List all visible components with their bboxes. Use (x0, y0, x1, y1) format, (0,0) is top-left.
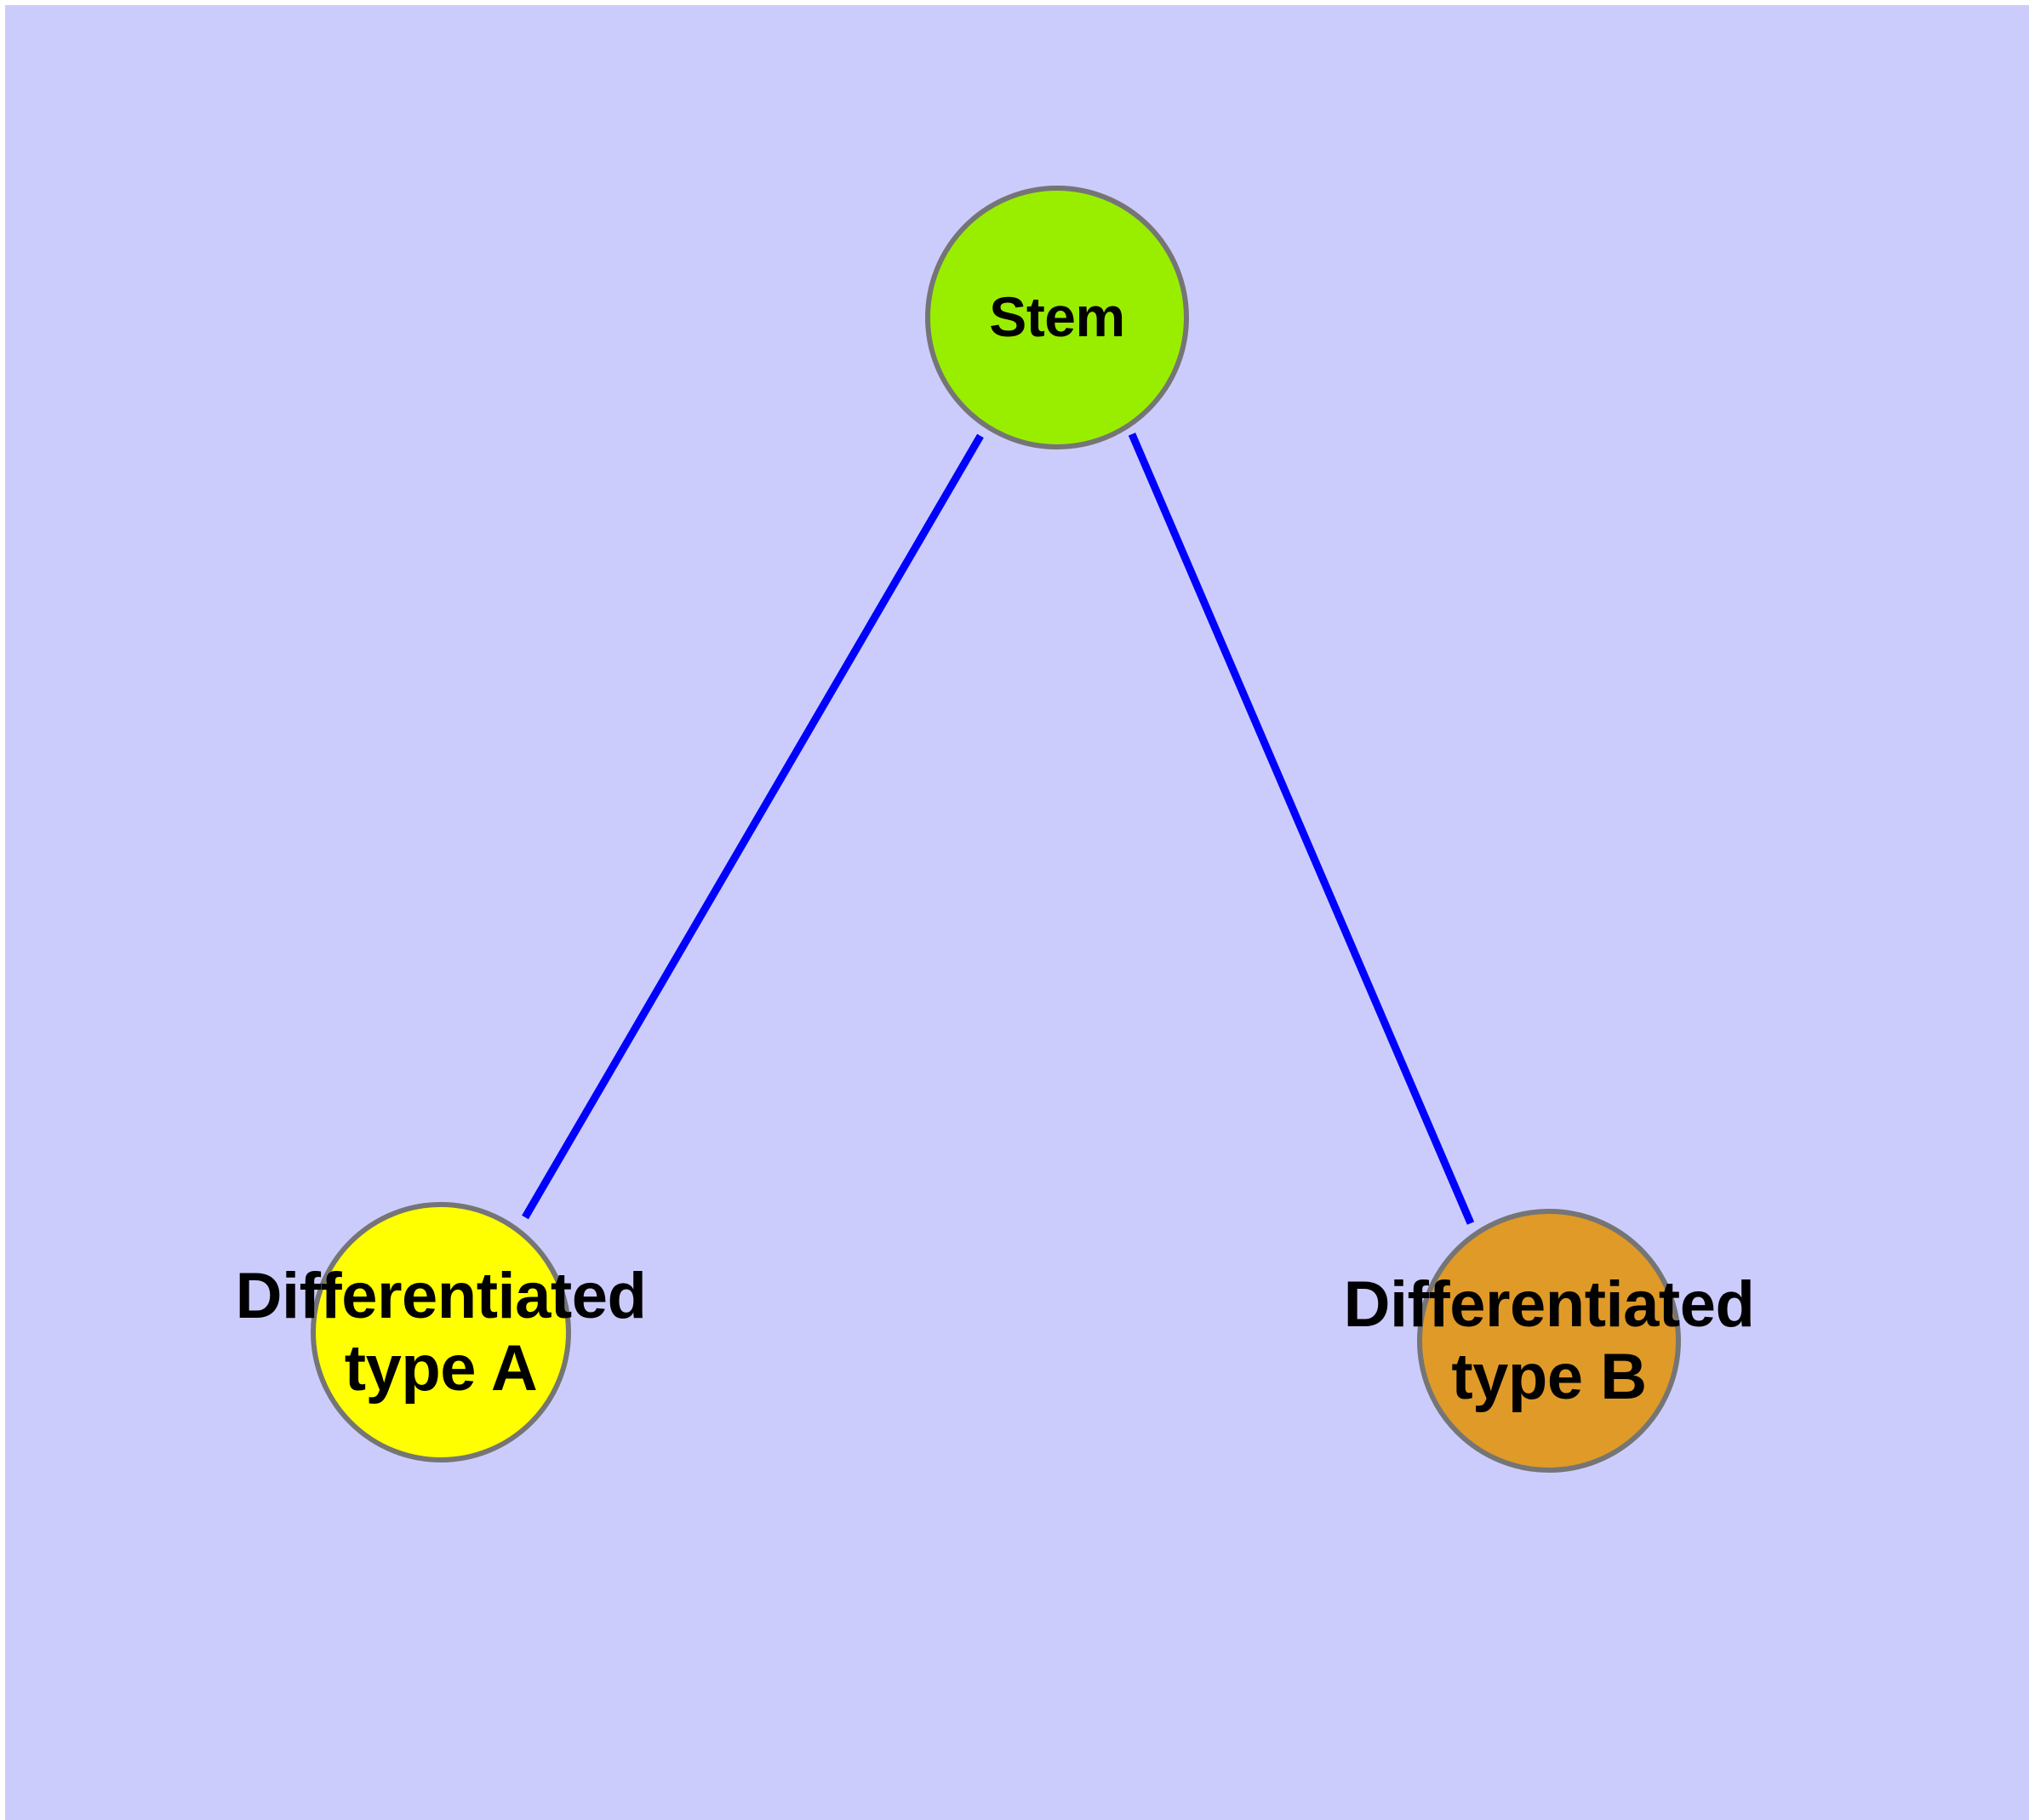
node-differentiated-type-b-circle[interactable] (1417, 1209, 1681, 1473)
node-differentiated-type-a-circle[interactable] (311, 1202, 571, 1462)
node-stem-circle[interactable] (925, 186, 1189, 449)
edge-stem-to-diff-b (1128, 432, 1475, 1225)
edge-stem-to-diff-a (522, 433, 984, 1220)
